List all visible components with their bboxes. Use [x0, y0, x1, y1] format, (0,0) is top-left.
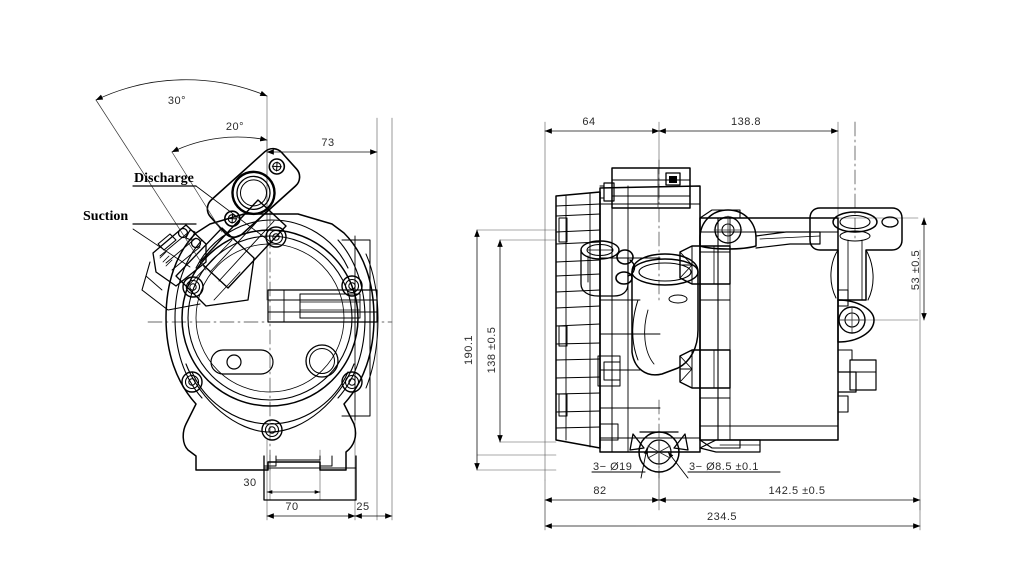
side-view-centerlines [658, 121, 856, 479]
side-right-mount-ear [837, 299, 877, 421]
side-top-right-mount-flange [809, 207, 903, 301]
slot-hole [226, 354, 242, 370]
dim-82-label: 82 [593, 485, 606, 497]
front-rib-bottom-outer [185, 363, 355, 433]
front-cover-features [210, 344, 339, 378]
dim-234-5-label: 234.5 [707, 511, 737, 523]
boss-top [265, 226, 287, 248]
boss-lower-right [341, 371, 363, 393]
front-bottom-foot [263, 455, 357, 501]
side-oil-plug [580, 240, 636, 297]
angle-30-arc [95, 79, 268, 101]
dim-190-1-label: 190.1 [463, 335, 475, 365]
discharge-flange-bolt-left [224, 210, 241, 227]
dim-142-5-tol-label: 142.5 ±0.5 [769, 485, 826, 497]
cover-plug-inner [309, 348, 335, 374]
side-inverter-housing [555, 191, 601, 449]
front-rib-top [195, 219, 349, 269]
dim-138-8-label: 138.8 [731, 116, 761, 128]
boss-upper-right [341, 275, 363, 297]
cover-plug-outer [305, 344, 339, 378]
dim-25-label: 25 [356, 501, 369, 513]
suction-leader [132, 228, 191, 268]
discharge-leader [195, 185, 273, 244]
manifold-body [199, 199, 287, 289]
suction-label: Suction [83, 209, 128, 224]
dim-70-label: 70 [285, 501, 298, 513]
side-hex-bolt-lower [679, 349, 731, 389]
suction-detail-hatch [159, 251, 173, 267]
side-view-dimensions [474, 128, 927, 531]
discharge-label: Discharge [134, 171, 194, 186]
angle-30-label: 30° [168, 95, 186, 107]
front-rear-body [341, 235, 379, 421]
front-view-dimensions [95, 79, 393, 521]
dim-73-label: 73 [321, 137, 334, 149]
oblong-slot [210, 349, 274, 375]
side-hex-bolt-upper [679, 245, 731, 285]
manifold-lower-body [175, 227, 255, 307]
side-scroll-housing [679, 209, 849, 449]
side-view-geometry [474, 121, 927, 531]
angle-20-label: 20° [226, 121, 244, 133]
dim-53-tol-label: 53 ±0.5 [910, 250, 922, 290]
callout-3-dia-19-label: 3− Ø19 [593, 461, 632, 473]
dim-138-tol-label: 138 ±0.5 [486, 327, 498, 374]
side-bottom-mount-boss [599, 431, 761, 473]
side-center-mount-ear-upper [699, 209, 821, 250]
angle-20-arc [171, 135, 268, 153]
boss-bottom [261, 419, 283, 441]
side-suction-port [631, 253, 699, 376]
front-housing-band [174, 239, 366, 399]
angle-20-leader [171, 151, 223, 233]
callout-3-dia-8-5-label: 3− Ø8.5 ±0.1 [689, 461, 759, 473]
dim-64-label: 64 [582, 116, 595, 128]
dim-30-label: 30 [243, 477, 256, 489]
front-right-flange [267, 289, 378, 323]
callout-19-leader [640, 447, 648, 479]
boss-lower-left [181, 371, 203, 393]
front-housing-outline [165, 213, 375, 471]
callout-8-5-leader [667, 451, 689, 479]
discharge-flange-bolt-right [268, 158, 286, 175]
angle-30-leader [95, 99, 207, 271]
front-view-geometry [95, 79, 393, 521]
side-electrical-connector [599, 167, 691, 209]
